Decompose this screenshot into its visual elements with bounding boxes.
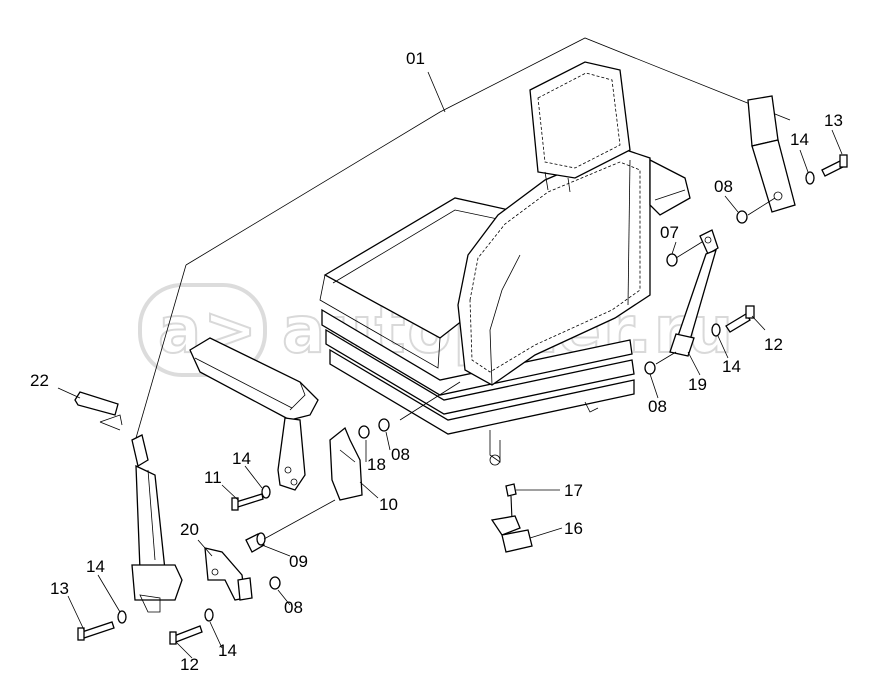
label-08-right: 08	[648, 397, 667, 416]
label-08-right-top: 08	[714, 177, 733, 196]
nut-08c	[736, 210, 748, 224]
label-01: 01	[406, 49, 425, 68]
nut-08a	[378, 418, 390, 432]
label-10: 10	[379, 495, 398, 514]
bolt-12a	[169, 608, 214, 645]
leader-01	[135, 37, 791, 439]
left-seat-belt	[131, 434, 183, 613]
nut-08b	[269, 576, 281, 590]
label-09: 09	[289, 552, 308, 571]
label-14-bottom: 14	[218, 641, 237, 660]
bolt-13b	[821, 154, 848, 177]
bracket-20	[204, 547, 253, 601]
callout-labels: 01 22 14 11 18 08 10 20 09 13 14 08 12 1…	[30, 49, 843, 674]
nut-08d	[644, 361, 656, 375]
watermark-badge-ring	[138, 283, 267, 377]
label-19: 19	[688, 375, 707, 394]
washer-14e	[711, 323, 721, 337]
label-16: 16	[564, 519, 583, 538]
bracket-16	[490, 515, 533, 553]
sleeve-09	[245, 532, 266, 553]
right-armrest-seat	[649, 158, 691, 216]
label-13-right: 13	[824, 111, 843, 130]
label-13-left: 13	[50, 579, 69, 598]
washer-18	[358, 425, 370, 439]
label-18: 18	[367, 455, 386, 474]
right-buckle	[747, 95, 796, 213]
label-17: 17	[564, 481, 583, 500]
strap-19	[669, 229, 719, 357]
label-14-left: 14	[86, 557, 105, 576]
bracket-10	[329, 426, 363, 501]
label-12-right: 12	[764, 335, 783, 354]
washer-14d	[805, 171, 815, 185]
label-14-right-top: 14	[790, 130, 809, 149]
bolt-11	[231, 485, 271, 511]
bolt-12b	[725, 305, 755, 333]
label-20: 20	[180, 520, 199, 539]
bolt-13a	[77, 610, 127, 641]
handle-22	[74, 391, 123, 431]
bolt-17	[505, 483, 517, 521]
label-11: 11	[204, 468, 222, 487]
headrest	[529, 61, 631, 193]
seat-back	[457, 147, 651, 386]
label-14-armrest: 14	[232, 449, 251, 468]
label-08-bottom: 08	[284, 598, 303, 617]
callout-leaders	[57, 129, 843, 659]
label-22: 22	[30, 371, 49, 390]
label-07: 07	[660, 223, 679, 242]
nut-07	[666, 253, 678, 267]
label-08-bracket: 08	[391, 445, 410, 464]
label-14-right: 14	[722, 357, 741, 376]
left-armrest	[189, 337, 319, 491]
label-12-bottom: 12	[180, 655, 199, 674]
